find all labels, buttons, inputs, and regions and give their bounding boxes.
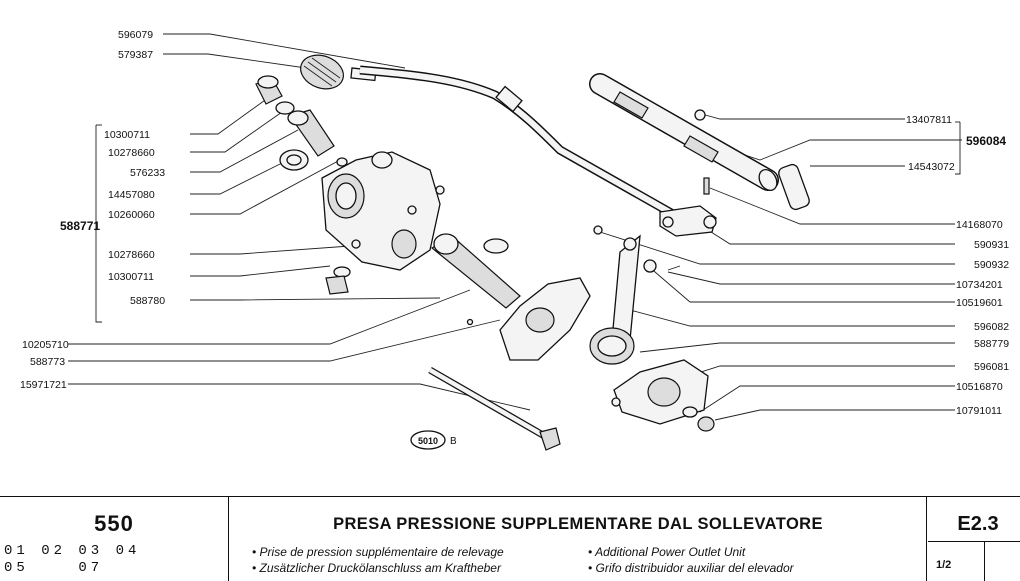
part-label: 13407811 [906, 114, 952, 126]
page-number: 1/2 [936, 559, 952, 571]
subtitle-de: • Zusätzlicher Druckölanschluss am Kraft… [252, 561, 501, 575]
part-label: 10260060 [108, 209, 155, 221]
exploded-parts-diagram: 596079 579387 10300711 10278660 576233 1… [20, 29, 1009, 451]
part-label: 596084 [966, 134, 1006, 148]
part-label: 596082 [974, 321, 1009, 333]
part-label: 10516870 [956, 381, 1003, 393]
title-cell: PRESA PRESSIONE SUPPLEMENTARE DAL SOLLEV… [230, 497, 927, 581]
part-label: 14457080 [108, 189, 155, 201]
bolt [428, 366, 561, 451]
part-label: 579387 [118, 49, 153, 61]
subtitle-es: • Grifo distribuidor auxiliar del elevad… [588, 561, 794, 575]
part-label: 14543072 [908, 161, 955, 173]
model-variants: 01 02 03 04 05 07 [4, 543, 224, 577]
part-label: 576233 [130, 167, 165, 179]
small-fittings-left [255, 75, 351, 295]
part-label: 14168070 [956, 219, 1003, 231]
part-label: 590932 [974, 259, 1009, 271]
part-label: 588773 [30, 356, 65, 368]
model-cell: 550 01 02 03 04 05 07 [0, 497, 229, 581]
page-title: PRESA PRESSIONE SUPPLEMENTARE DAL SOLLEV… [333, 515, 823, 533]
figure-stamp-number: 5010 [418, 436, 438, 446]
figure-stamp: 5010 B [410, 430, 457, 450]
part-label: 10205710 [22, 339, 69, 351]
part-label: 596079 [118, 29, 153, 41]
part-label: 15971721 [20, 379, 67, 391]
part-label: 588780 [130, 295, 165, 307]
part-label: 590931 [974, 239, 1009, 251]
figure-letter: B [450, 436, 457, 447]
right-tube [589, 73, 810, 237]
variants-line-1: 01 02 03 04 [4, 543, 141, 559]
reference-divider [928, 541, 1020, 542]
leader-lines-left [68, 33, 531, 411]
part-labels: 596079 579387 10300711 10278660 576233 1… [20, 29, 1009, 417]
pipe-assembly [300, 54, 683, 222]
title-block: 550 01 02 03 04 05 07 PRESA PRESSIONE SU… [0, 496, 1020, 581]
model-number: 550 [94, 511, 134, 536]
part-label: 588771 [60, 219, 100, 233]
variants-line-2: 05 07 [4, 560, 104, 576]
reference-code: E2.3 [957, 513, 999, 535]
part-label: 10300711 [108, 271, 154, 283]
part-label: 10519601 [956, 297, 1003, 309]
part-label: 10278660 [108, 249, 155, 261]
part-label: 10791011 [956, 405, 1002, 417]
part-label: 10278660 [108, 147, 155, 159]
subtitle-en: • Additional Power Outlet Unit [588, 545, 746, 559]
subtitle-fr: • Prise de pression supplémentaire de re… [252, 545, 504, 559]
part-label: 10734201 [956, 279, 1003, 291]
reference-vertical-divider [984, 541, 985, 581]
valve-body [321, 151, 445, 271]
part-label: 596081 [974, 361, 1009, 373]
spool-and-levers [430, 225, 715, 432]
part-label: 588779 [974, 338, 1009, 350]
part-label: 10300711 [104, 129, 150, 141]
reference-cell: E2.3 1/2 [928, 497, 1020, 581]
